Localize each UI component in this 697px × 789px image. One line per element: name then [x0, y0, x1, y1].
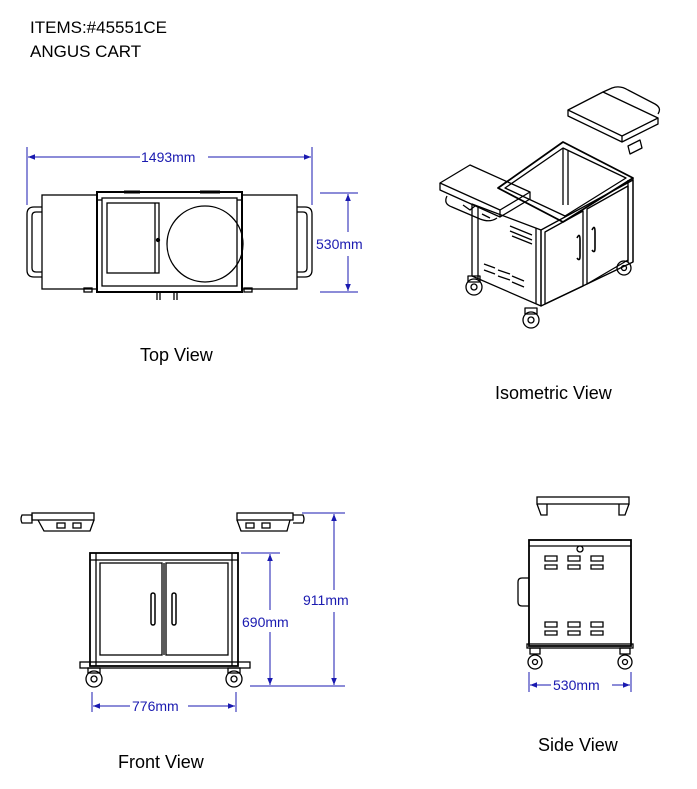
- side-view-drawing: [517, 496, 634, 670]
- front-view-drawing: [20, 512, 305, 688]
- product-name: ANGUS CART: [30, 42, 142, 61]
- top-view-dimensions: [26, 147, 358, 293]
- dimension-front-height-total: 911mm: [303, 592, 349, 608]
- dimension-front-width: 776mm: [132, 698, 179, 714]
- front-view-label: Front View: [118, 752, 204, 772]
- side-view-dimensions: [528, 672, 632, 692]
- dimension-top-depth: 530mm: [316, 236, 363, 252]
- top-view-label: Top View: [140, 345, 213, 365]
- isometric-view-label: Isometric View: [495, 383, 612, 403]
- front-view-dimensions: [91, 512, 345, 712]
- dimension-top-width: 1493mm: [141, 149, 195, 165]
- isometric-view-drawing: [439, 86, 661, 329]
- side-view-label: Side View: [538, 735, 618, 755]
- top-view-drawing: [26, 190, 313, 300]
- dimension-side-depth: 530mm: [553, 677, 600, 693]
- item-code: ITEMS:#45551CE: [30, 18, 168, 37]
- dimension-front-height-body: 690mm: [242, 614, 289, 630]
